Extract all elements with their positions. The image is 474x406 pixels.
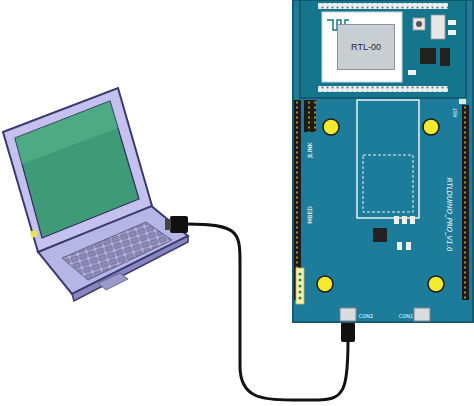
board-name: RTLDUINO_PRO_V1.0 [445,177,452,251]
rtl-00-board [300,0,466,98]
module-label: RTL-00 [351,42,381,52]
header-label: MBED [307,206,313,224]
header-label: JLINK [307,142,313,157]
button-label: RST [453,107,458,117]
connector-label: CON2 [359,314,373,319]
usb-plug [170,216,188,233]
connector-label: CON1 [399,314,413,319]
rf-module-shield: RTL-00 [337,24,395,70]
micro-usb-plug [341,322,355,342]
usb-plug-tip [165,219,171,230]
laptop [3,88,188,301]
main-board [293,0,473,322]
